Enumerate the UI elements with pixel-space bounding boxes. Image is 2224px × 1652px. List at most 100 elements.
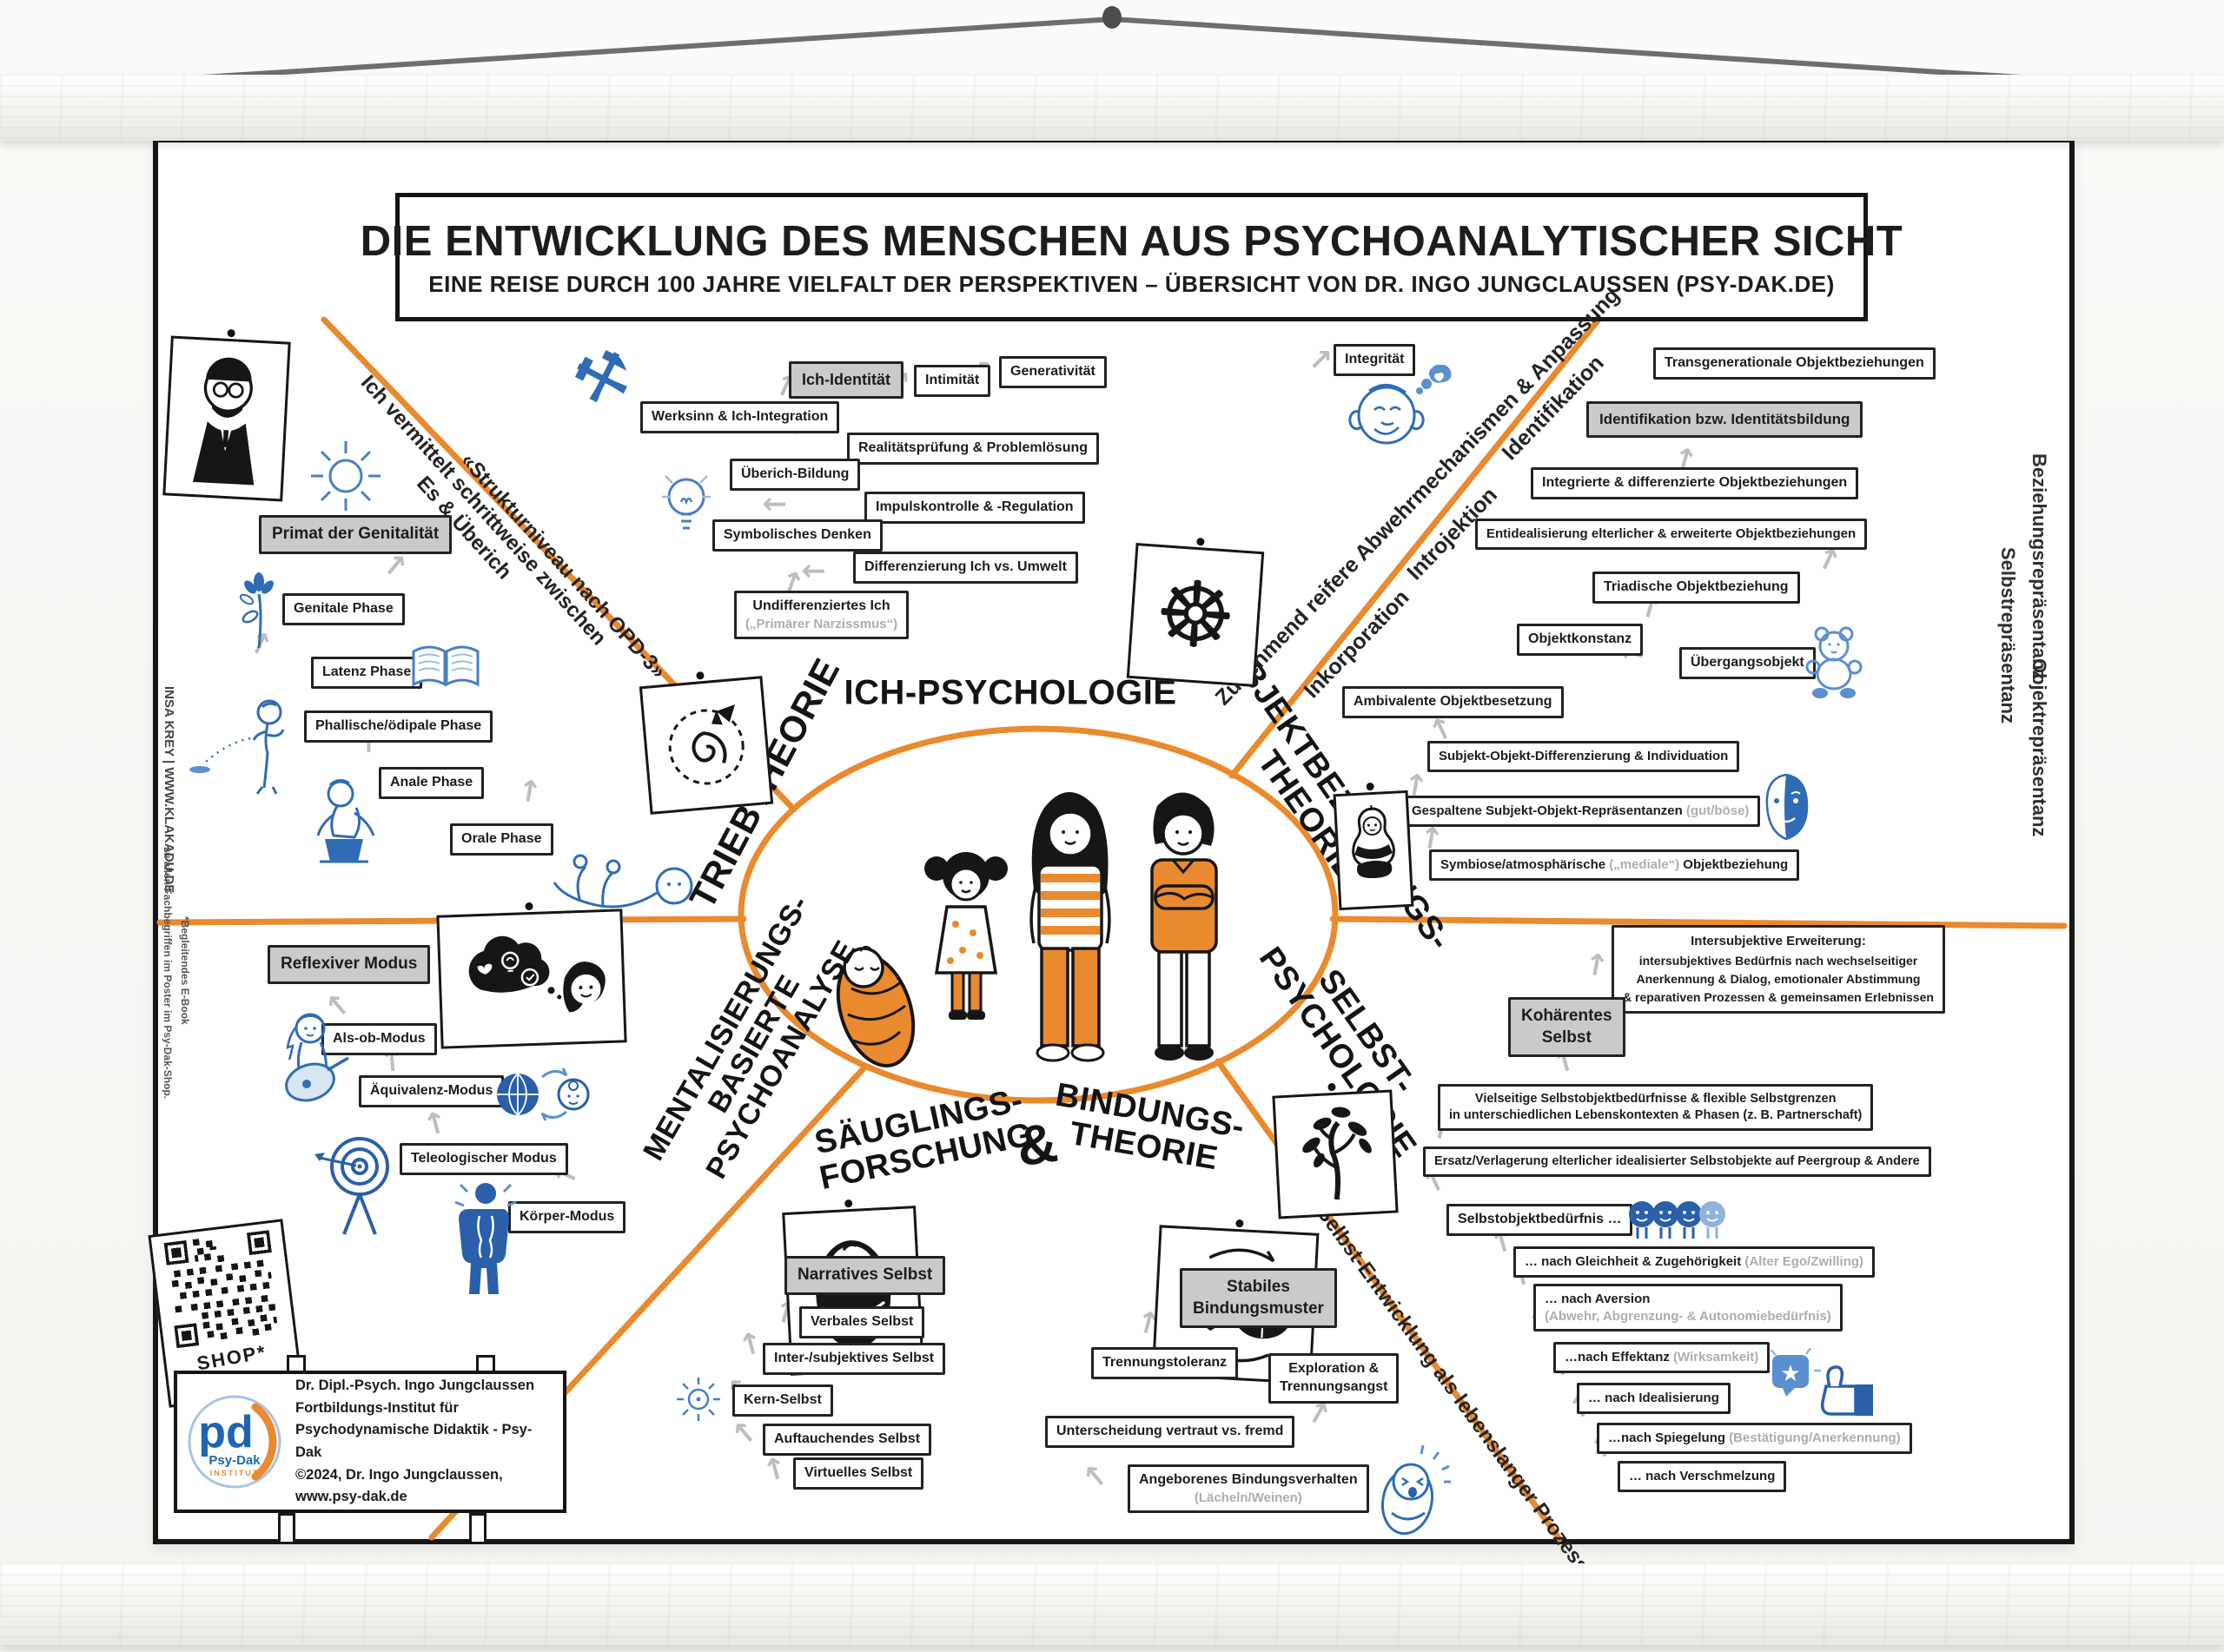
credits-line2: Fortbildungs-Institut für xyxy=(295,1399,459,1416)
theater-mask-icon xyxy=(1757,771,1816,843)
node-gespaltene: Gespaltene Subjekt-Objekt-Repräsentanzen… xyxy=(1400,796,1761,827)
node-triadische: Triadische Objektbeziehung xyxy=(1592,572,1800,604)
poster-subtitle: EINE REISE DURCH 100 JAHRE VIELFALT DER … xyxy=(428,270,1835,297)
node-unterscheidung: Unterscheidung vertraut vs. fremd xyxy=(1045,1416,1295,1448)
girl-figure xyxy=(924,852,1008,1020)
ship-wheel-icon: ☸ xyxy=(1126,543,1265,687)
node-ambivalente: Ambivalente Objektbesetzung xyxy=(1342,686,1564,718)
credits-line4: ©2024, Dr. Ingo Jungclaussen, xyxy=(295,1466,503,1483)
lying-baby-icon xyxy=(520,844,711,922)
svg-text:★: ★ xyxy=(1780,1361,1800,1387)
psydak-logo: pd Psy-Dak INSTITUT xyxy=(186,1393,283,1490)
node-intersubjektives-selbst: Inter-/subjektives Selbst xyxy=(763,1343,946,1375)
node-nach-aversion: … nach Aversion (Abwehr, Abgrenzung- & A… xyxy=(1533,1284,1843,1332)
node-identitaetsbildung: Identifikation bzw. Identitätsbildung xyxy=(1586,401,1863,439)
node-undifferenziertes-ich: Undifferenziertes Ich („Primärer Narziss… xyxy=(734,591,910,640)
top-wooden-rail xyxy=(0,75,2224,141)
node-primat-genitalitaet: Primat der Genitalität xyxy=(259,515,453,554)
matryoshka-icon xyxy=(1333,790,1414,911)
node-realitaetspruefung: Realitätsprüfung & Problemlösung xyxy=(847,433,1100,465)
node-phallische-phase: Phallische/ödipale Phase xyxy=(304,710,493,743)
sign-leg xyxy=(278,1513,295,1544)
lightbulb-icon xyxy=(659,467,714,558)
mentalizing-icon xyxy=(436,909,627,1049)
node-vielseitige-selbstobjektbeduerfnisse: Vielseitige Selbstobjektbedürfnisse & fl… xyxy=(1438,1084,1874,1131)
node-symbiose: Symbiose/atmosphärische („mediale“) Obje… xyxy=(1429,849,1800,881)
margin-artist-credit: INSA KREY | WWW.KLAKADU.DE xyxy=(162,686,176,894)
node-nach-idealisierung: … nach Idealisierung xyxy=(1577,1383,1731,1414)
node-nach-gleichheit: … nach Gleichheit & Zugehörigkeit (Alter… xyxy=(1513,1246,1876,1278)
node-aequivalenz-modus: Äquivalenz-Modus xyxy=(359,1075,505,1107)
poster-title: DIE ENTWICKLUNG DES MENSCHEN AUS PSYCHOA… xyxy=(360,217,1903,265)
node-anale-phase: Anale Phase xyxy=(379,767,485,799)
node-symbolisches-denken: Symbolisches Denken xyxy=(712,519,883,552)
margin-label-objektrepraesentanz: Objektrepräsentanz xyxy=(2029,658,2050,837)
node-impulskontrolle: Impulskontrolle & -Regulation xyxy=(864,492,1085,524)
node-narratives-selbst: Narratives Selbst xyxy=(784,1256,946,1295)
freud-portrait xyxy=(162,335,291,502)
hanging-pin xyxy=(1102,6,1122,29)
node-integritaet: Integrität xyxy=(1334,344,1416,376)
sun-icon xyxy=(306,436,386,516)
credits-line3: Psychodynamische Didaktik - Psy-Dak xyxy=(295,1422,533,1460)
node-orale-phase: Orale Phase xyxy=(450,823,553,856)
node-virtuelles-selbst: Virtuelles Selbst xyxy=(793,1457,924,1490)
kern-sun-icon xyxy=(673,1374,724,1424)
node-ueberich-bildung: Überich-Bildung xyxy=(730,459,861,491)
node-generativitaet: Generativität xyxy=(999,356,1107,388)
man-figure xyxy=(1150,792,1218,1061)
node-selbstobjektbeduerfnis: Selbstobjektbedürfnis … xyxy=(1446,1204,1633,1236)
crying-baby-icon xyxy=(1366,1444,1453,1537)
node-differenzierung: Differenzierung Ich vs. Umwelt xyxy=(853,552,1078,584)
node-verbales-selbst: Verbales Selbst xyxy=(799,1306,925,1338)
node-subjekt-objekt-differenzierung: Subjekt-Objekt-Differenzierung & Individ… xyxy=(1427,741,1740,772)
node-ersatz-verlagerung: Ersatz/Verlagerung elterlicher idealisie… xyxy=(1423,1146,1931,1177)
node-intimitaet: Intimität xyxy=(914,365,991,397)
node-koerper-modus: Körper-Modus xyxy=(508,1201,626,1233)
node-transgenerational: Transgenerationale Objektbeziehungen xyxy=(1653,347,1936,380)
book-icon xyxy=(408,639,483,697)
thumbs-up-icon: ★ xyxy=(1771,1348,1875,1428)
tree-icon xyxy=(1272,1089,1399,1219)
margin-label-selbstrepraesentanz: Selbstrepräsentanz xyxy=(1997,547,2019,724)
baby-figure xyxy=(836,945,916,1067)
node-nach-verschmelzung: … nach Verschmelzung xyxy=(1618,1461,1787,1492)
teddy-bear-icon xyxy=(1803,624,1865,704)
node-integrierte-objektbeziehungen: Integrierte & differenzierte Objektbezie… xyxy=(1531,467,1859,499)
node-exploration: Exploration &Trennungsangst xyxy=(1268,1353,1400,1404)
node-entidealisierung: Entidealisierung elterlicher & erweitert… xyxy=(1475,519,1868,550)
woman-figure xyxy=(1029,792,1111,1062)
old-man-icon xyxy=(1345,365,1458,456)
logo-sub-text: INSTITUT xyxy=(210,1469,260,1477)
node-nach-spiegelung: …nach Spiegelung (Bestätigung/Anerkennun… xyxy=(1597,1423,1912,1454)
credits-line5: www.psy-dak.de xyxy=(295,1489,407,1505)
smiley-group-icon xyxy=(1626,1197,1729,1247)
margin-label-beziehungsrepraesentanz: Beziehungsrepräsentanz xyxy=(2029,453,2050,680)
node-nach-effektanz: …nach Effektanz (Wirksamkeit) xyxy=(1553,1342,1771,1373)
globe-mind-icon xyxy=(495,1061,591,1126)
credits-line1: Dr. Dipl.-Psych. Ingo Jungclaussen xyxy=(295,1378,535,1394)
node-teleologischer-modus: Teleologischer Modus xyxy=(400,1143,568,1175)
peeing-boy-icon xyxy=(165,693,304,797)
node-als-ob-modus: Als-ob-Modus xyxy=(321,1023,437,1055)
logo-pd-text: pd xyxy=(198,1407,254,1457)
margin-ebook-note-line1: zu allen Fachbegriffen im Poster im Psy-… xyxy=(162,847,174,1100)
node-genitale-phase: Genitale Phase xyxy=(282,593,405,625)
potty-child-icon xyxy=(287,775,408,879)
target-icon xyxy=(311,1125,402,1238)
spiral-icon xyxy=(639,676,774,815)
node-latenz-phase: Latenz Phase xyxy=(311,657,423,689)
sign-leg xyxy=(469,1513,486,1544)
node-reflexiver-modus: Reflexiver Modus xyxy=(268,945,431,984)
logo-name-text: Psy-Dak xyxy=(208,1453,261,1468)
node-ich-identitaet: Ich-Identität xyxy=(789,361,904,400)
margin-ebook-note-line2: *Begleitendes E-Book xyxy=(179,916,191,1025)
node-kern-selbst: Kern-Selbst xyxy=(732,1384,833,1417)
family-illustration xyxy=(825,754,1260,1084)
node-objektkonstanz: Objektkonstanz xyxy=(1517,624,1644,656)
guitar-girl-icon xyxy=(256,1008,356,1112)
bottom-wooden-rail xyxy=(0,1563,2224,1645)
flower-icon xyxy=(236,565,281,651)
credits-sign: pd Psy-Dak INSTITUT Dr. Dipl.-Psych. Ing… xyxy=(174,1371,566,1513)
